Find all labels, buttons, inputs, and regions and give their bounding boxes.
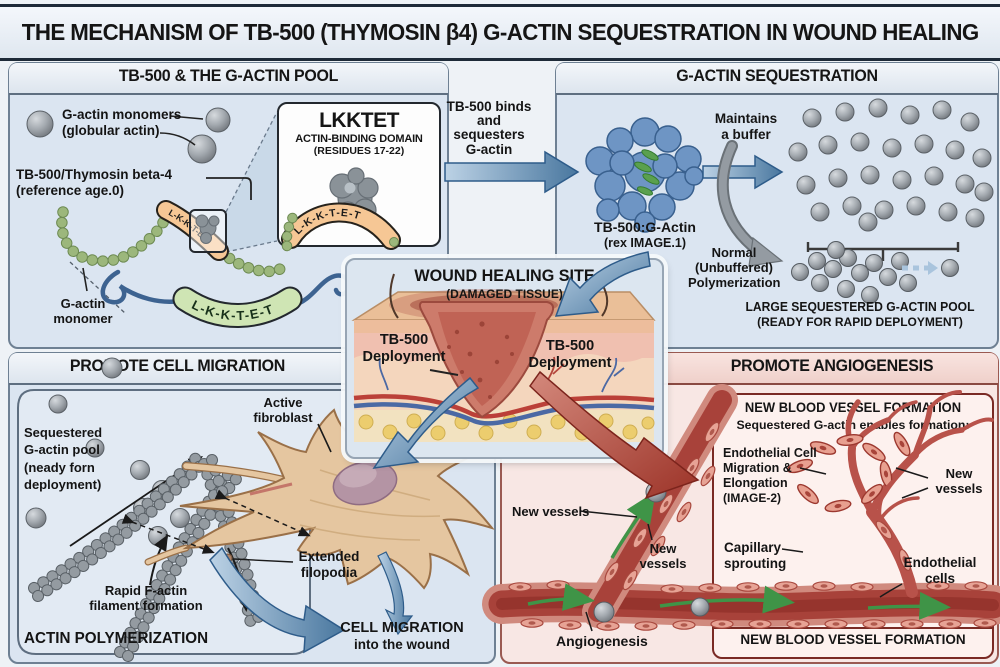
wound-healing-site-panel: WOUND HEALING SITE (DAMAGED TISSUE) TB-5… bbox=[345, 258, 664, 459]
label-endothelial-migration: Endothelial Cell Migration & Elongation … bbox=[723, 446, 817, 505]
panel-sequestration-header: G-ACTIN SEQUESTRATION bbox=[556, 63, 998, 95]
lkktet-title: LKKTET bbox=[319, 109, 399, 132]
panel-angiogenesis-title: PROMOTE ANGIOGENESIS bbox=[730, 356, 934, 375]
panel-cell-migration-title: PROMOTE CELL MIGRATION bbox=[69, 356, 286, 375]
label-gactin-monomers: G-actin monomers(globular actin) bbox=[62, 107, 182, 138]
label-tb500-thymosin: TB-500/Thymosin beta-4(reference age.0) bbox=[16, 167, 173, 198]
page-title: THE MECHANISM OF TB-500 (THYMOSIN β4) G-… bbox=[21, 19, 979, 45]
new-vessel-formation-box: NEW BLOOD VESSEL FORMATION Sequestered G… bbox=[712, 393, 994, 659]
vessel-box-title: NEW BLOOD VESSEL FORMATION bbox=[744, 400, 962, 415]
lkktet-inset-box: LKKTET ACTIN-BINDING DOMAIN (RESIDUES 17… bbox=[277, 102, 441, 247]
vessel-box-subtitle: Sequestered G-actin enables formation: bbox=[736, 418, 970, 432]
actin-binding-domain-label: ACTIN-BINDING DOMAIN bbox=[295, 133, 423, 145]
panel-actin-pool-title: TB-500 & THE G-ACTIN POOL bbox=[118, 66, 339, 85]
page-title-bar: THE MECHANISM OF TB-500 (THYMOSIN β4) G-… bbox=[0, 4, 1000, 61]
wound-subtitle: (DAMAGED TISSUE) bbox=[446, 287, 563, 301]
wound-title: WOUND HEALING SITE bbox=[414, 266, 595, 285]
label-actin-polymerization: ACTIN POLYMERIZATION bbox=[24, 630, 209, 647]
label-large-pool: LARGE SEQUESTERED G-ACTIN POOL (READY FO… bbox=[745, 300, 975, 329]
vessel-box-footer: NEW BLOOD VESSEL FORMATION bbox=[714, 627, 992, 657]
label-new-vessels-left: New vessels bbox=[512, 504, 590, 519]
panel-sequestration-title: G-ACTIN SEQUESTRATION bbox=[676, 66, 878, 85]
residues-label: (RESIDUES 17-22) bbox=[313, 145, 405, 157]
label-unbuffered: Normal(Unbuffered)Polymerization bbox=[688, 245, 781, 291]
label-angiogenesis: Angiogenesis bbox=[556, 633, 648, 649]
panel-actin-pool-header: TB-500 & THE G-ACTIN POOL bbox=[9, 63, 448, 95]
